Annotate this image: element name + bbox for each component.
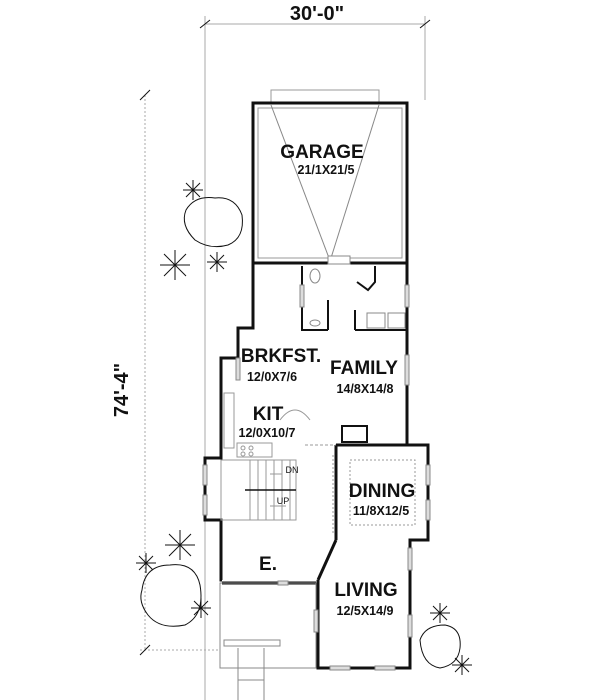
room-entry-name: E. (259, 554, 277, 575)
room-dining-size: 11/8X12/5 (352, 504, 410, 518)
garage-outline (251, 89, 409, 265)
room-garage-size: 21/1X21/5 (297, 163, 355, 177)
powder-room (301, 266, 407, 331)
dimension-lines (139, 16, 431, 700)
room-dining-name: DINING (348, 481, 416, 502)
room-garage-name: GARAGE (280, 142, 364, 163)
room-brkfst-size: 12/0X7/6 (246, 370, 298, 384)
landscaping (136, 180, 472, 675)
overall-width-dimension: 30'-0" (289, 3, 345, 25)
dining-detail (332, 455, 416, 535)
porch (219, 582, 317, 700)
stairs (220, 459, 297, 521)
room-kit-size: 12/0X10/7 (238, 426, 296, 440)
room-living-name: LIVING (334, 580, 398, 601)
overall-depth-dimension: 74'-4" (111, 362, 133, 418)
stair-up-label: UP (276, 496, 290, 506)
room-kit-name: KIT (252, 404, 284, 425)
windows (202, 284, 431, 671)
room-family-name: FAMILY (330, 358, 398, 379)
stair-down-label: DN (285, 465, 299, 475)
kitchen-fixtures (223, 392, 368, 458)
room-brkfst-name: BRKFST. (240, 346, 322, 367)
room-living-size: 12/5X14/9 (336, 604, 394, 618)
room-family-size: 14/8X14/8 (336, 382, 394, 396)
